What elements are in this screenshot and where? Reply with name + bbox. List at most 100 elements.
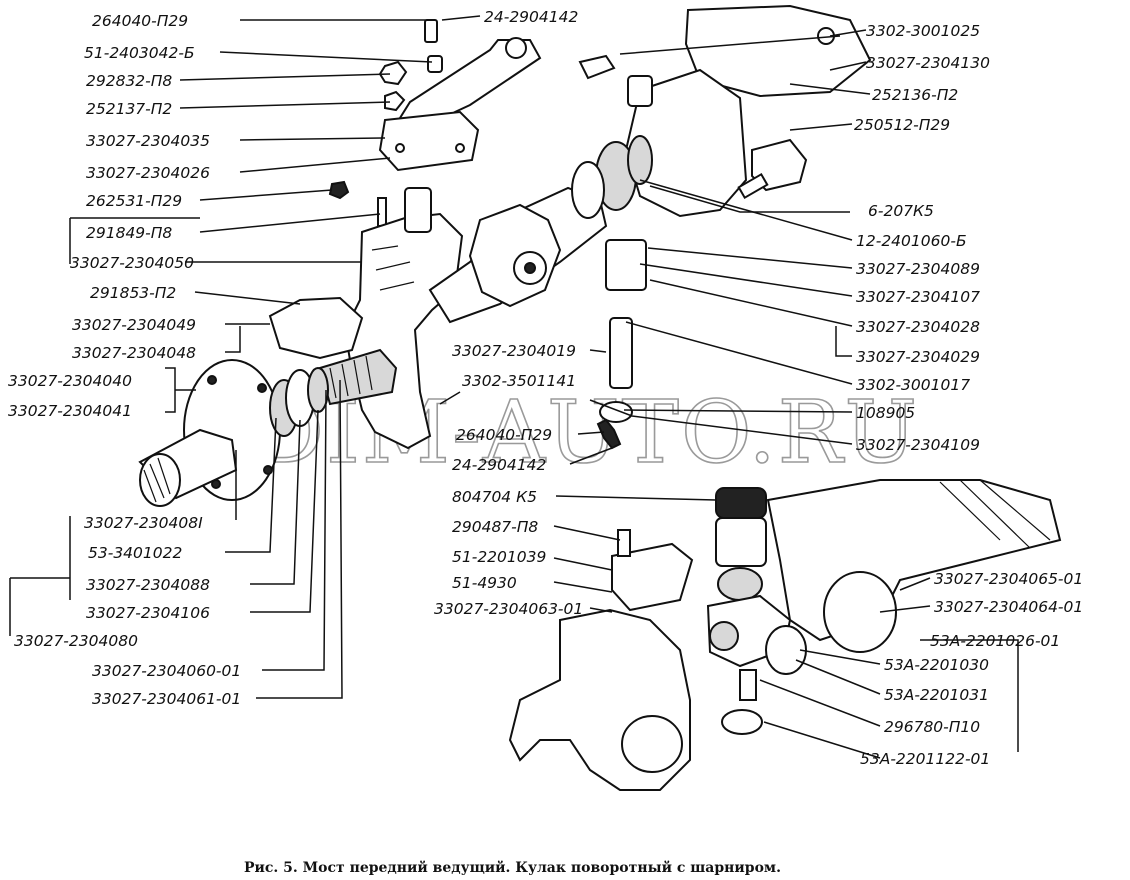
race (627, 135, 653, 185)
part-label: 33027-2304035 (86, 132, 210, 150)
ball-joint-flange (268, 296, 364, 360)
part-label: 296780-П10 (884, 718, 980, 736)
part-label: 264040-П29 (92, 12, 188, 30)
part-label: 51-2403042-Б (84, 44, 195, 62)
figure-caption: Рис. 5. Мост передний ведущий. Кулак пов… (244, 859, 781, 876)
trunnion-lower (739, 669, 757, 701)
seal (571, 161, 605, 219)
part-label: 33027-2304060-01 (92, 662, 241, 680)
part-label: 252136-П2 (872, 86, 958, 104)
right-stud-boss (751, 138, 808, 192)
plate-bolt (617, 529, 631, 557)
part-label: 33027-2304109 (856, 436, 980, 454)
bearing-cup (715, 487, 767, 519)
part-label: 33027-2304089 (856, 260, 980, 278)
king-pin-boss (404, 187, 432, 233)
retaining-plate (611, 542, 694, 612)
grease-fitting (424, 19, 438, 43)
leader-lines (9, 15, 1019, 759)
arm-flange (378, 110, 480, 172)
part-label: 33027-2304026 (86, 164, 210, 182)
part-label: 33027-2304029 (856, 348, 980, 366)
part-label: 33027-2304063-01 (434, 600, 583, 618)
part-label: 33027-2304019 (452, 342, 576, 360)
spindle-end (139, 453, 181, 507)
lower-pin-housing (605, 239, 647, 291)
yoke-right-bore (823, 571, 897, 653)
yoke-right (766, 479, 1062, 642)
part-label: 33027-2304040 (8, 372, 132, 390)
part-label: 250512-П29 (854, 116, 950, 134)
part-label: 53А-2201030 (884, 656, 989, 674)
grease-fitting-lower (596, 418, 622, 450)
part-label: 264040-П29 (456, 426, 552, 444)
part-label: 33027-2304106 (86, 604, 210, 622)
cross-trunnion (709, 621, 739, 651)
nut (378, 60, 408, 86)
shaft-splines (329, 355, 373, 399)
flange-bolt-hole (263, 465, 273, 475)
part-label: 12-2401060-Б (856, 232, 967, 250)
part-label: 291849-П8 (86, 224, 172, 242)
housing-ribs (371, 245, 415, 291)
part-label: 53А-2201122-01 (860, 750, 990, 768)
stud (377, 197, 387, 227)
cross-joint-assembly (508, 479, 1062, 791)
part-label: 33027-2304041 (8, 402, 132, 420)
part-label: 33027-2304130 (866, 54, 990, 72)
king-pin (609, 317, 633, 389)
part-label: 33027-2304028 (856, 318, 980, 336)
nut-small (328, 180, 350, 200)
needle-spring (717, 567, 763, 601)
part-label: 290487-П8 (452, 518, 538, 536)
steering-knuckle-assembly (268, 19, 608, 450)
cotter-key (578, 54, 616, 80)
spindle-threads (143, 457, 171, 503)
part-label: 3302-3501141 (462, 372, 576, 390)
part-label: 24-2904142 (484, 8, 578, 26)
upper-pin (627, 75, 653, 107)
part-label: 33027-2304048 (72, 344, 196, 362)
part-label: 33027-2304088 (86, 576, 210, 594)
yoke-left-bore (621, 715, 683, 773)
part-label: 33027-2304061-01 (92, 690, 241, 708)
cup-body (715, 517, 767, 567)
part-label: 108905 (856, 404, 915, 422)
spindle-assembly (138, 359, 329, 507)
fork-cross-center (524, 262, 536, 274)
part-label: 33027-2304049 (72, 316, 196, 334)
part-label: 53А-2201026-01 (930, 632, 1060, 650)
part-label: 33027-230408І (84, 514, 203, 532)
part-label: 33027-2304107 (856, 288, 980, 306)
part-label: 252137-П2 (86, 100, 172, 118)
thrust-washer (307, 367, 329, 413)
flange-bolt-hole (207, 375, 217, 385)
part-label: 6-207К5 (868, 202, 934, 220)
part-label: 33027-2304065-01 (934, 570, 1083, 588)
part-label: 262531-П29 (86, 192, 182, 210)
part-label: 291853-П2 (90, 284, 176, 302)
part-label: 3302-3001017 (856, 376, 970, 394)
part-label: 53А-2201031 (884, 686, 989, 704)
washer (384, 90, 406, 112)
bushing (427, 55, 443, 73)
drive-fork (468, 203, 562, 308)
steering-arm-eye (505, 37, 527, 59)
part-label: 33027-2304050 (70, 254, 194, 272)
flange-hole (395, 143, 405, 153)
trunnion-cup (765, 625, 807, 675)
part-label: 53-3401022 (88, 544, 182, 562)
part-label: 51-4930 (452, 574, 517, 592)
part-label: 292832-П8 (86, 72, 172, 90)
part-label: 3302-3001025 (866, 22, 980, 40)
part-label: 51-2201039 (452, 548, 546, 566)
part-label: 33027-2304080 (14, 632, 138, 650)
part-label: 804704 К5 (452, 488, 537, 506)
flange-bolt-hole (257, 383, 267, 393)
right-stud (737, 172, 769, 200)
yoke-shaft-lines (939, 479, 1051, 549)
snap-ring (721, 709, 763, 735)
axle-housing-right (571, 4, 872, 450)
